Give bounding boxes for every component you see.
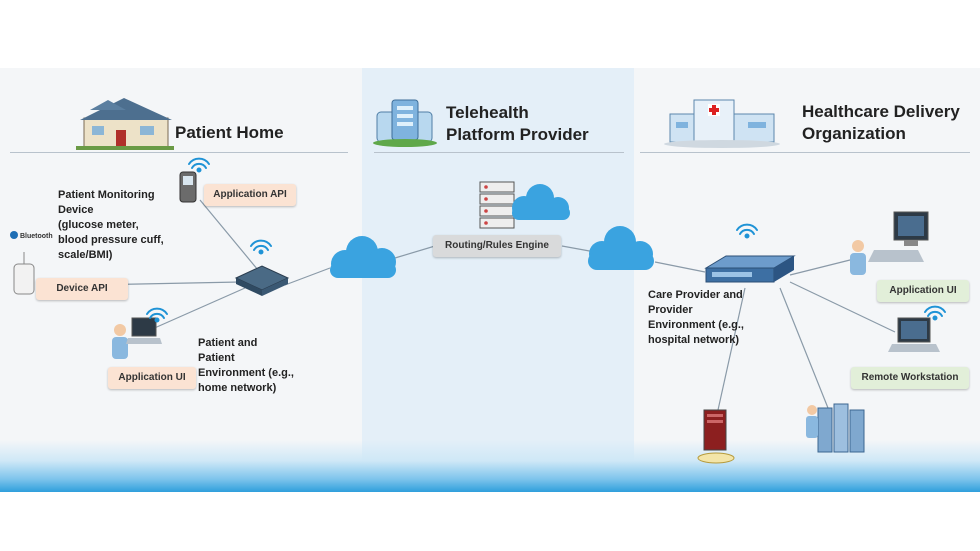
laptop-icon <box>888 317 940 352</box>
line-laptop-router <box>149 287 246 331</box>
router-icon <box>234 265 290 296</box>
line-router-cloud <box>284 267 331 286</box>
bluetooth-icon: Bluetooth <box>10 231 53 240</box>
delivery-org-title: Healthcare Delivery Organization <box>802 102 960 143</box>
line-cloud-engine <box>394 245 436 259</box>
hospital-icon <box>664 99 780 148</box>
remote-workstation-label: Remote Workstation <box>851 367 969 389</box>
device-api-label: Device API <box>36 278 128 300</box>
laptop-user-icon <box>112 317 162 359</box>
application-ui-left-label: Application UI <box>108 367 196 389</box>
patient-home-divider <box>10 152 348 153</box>
wifi-laptop-right <box>924 305 946 321</box>
telehealth-divider <box>374 152 624 153</box>
cloud-right <box>588 226 654 270</box>
desktop-user-icon <box>850 211 929 275</box>
sensor-icon <box>13 252 35 295</box>
wifi-router <box>250 239 272 255</box>
telehealth-building-icon <box>373 99 437 147</box>
patient-home-title: Patient Home <box>175 123 284 142</box>
cloud-top-mid <box>512 184 570 220</box>
wifi-switch <box>736 223 758 239</box>
wifi-icon <box>146 157 946 323</box>
application-ui-right-label: Application UI <box>877 280 969 302</box>
wifi-laptop-left <box>146 307 168 323</box>
line-cloud-switch <box>654 261 706 273</box>
line-phone-router <box>199 199 259 271</box>
delivery-org-divider <box>640 152 970 153</box>
patient-environment-note: Patient and Patient Environment (e.g., h… <box>198 337 294 394</box>
datacenter-icon <box>806 403 865 453</box>
server-rack-icon <box>479 181 515 229</box>
storage-icon <box>697 409 735 464</box>
connection-lines <box>39 199 896 411</box>
line-switch-storage <box>717 287 746 411</box>
routing-rules-engine-label: Routing/Rules Engine <box>433 235 561 257</box>
house-icon <box>76 98 174 150</box>
wifi-phone <box>188 157 210 173</box>
care-provider-note: Care Provider and Provider Environment (… <box>648 289 744 346</box>
cloud-left <box>330 236 396 278</box>
application-api-label: Application API <box>204 184 296 206</box>
telehealth-title: Telehealth Platform Provider <box>446 103 589 144</box>
line-switch-desktop <box>789 257 859 276</box>
cloud-icon <box>330 184 654 278</box>
bluetooth-label: Bluetooth <box>20 233 53 240</box>
bottom-gradient-band <box>0 440 980 492</box>
network-switch-icon <box>704 255 796 283</box>
line-switch-datacenter <box>779 287 829 409</box>
line-switch-laptop <box>789 281 896 333</box>
phone-icon <box>179 171 197 203</box>
patient-monitoring-note: Patient Monitoring Device (glucose meter… <box>58 189 164 261</box>
